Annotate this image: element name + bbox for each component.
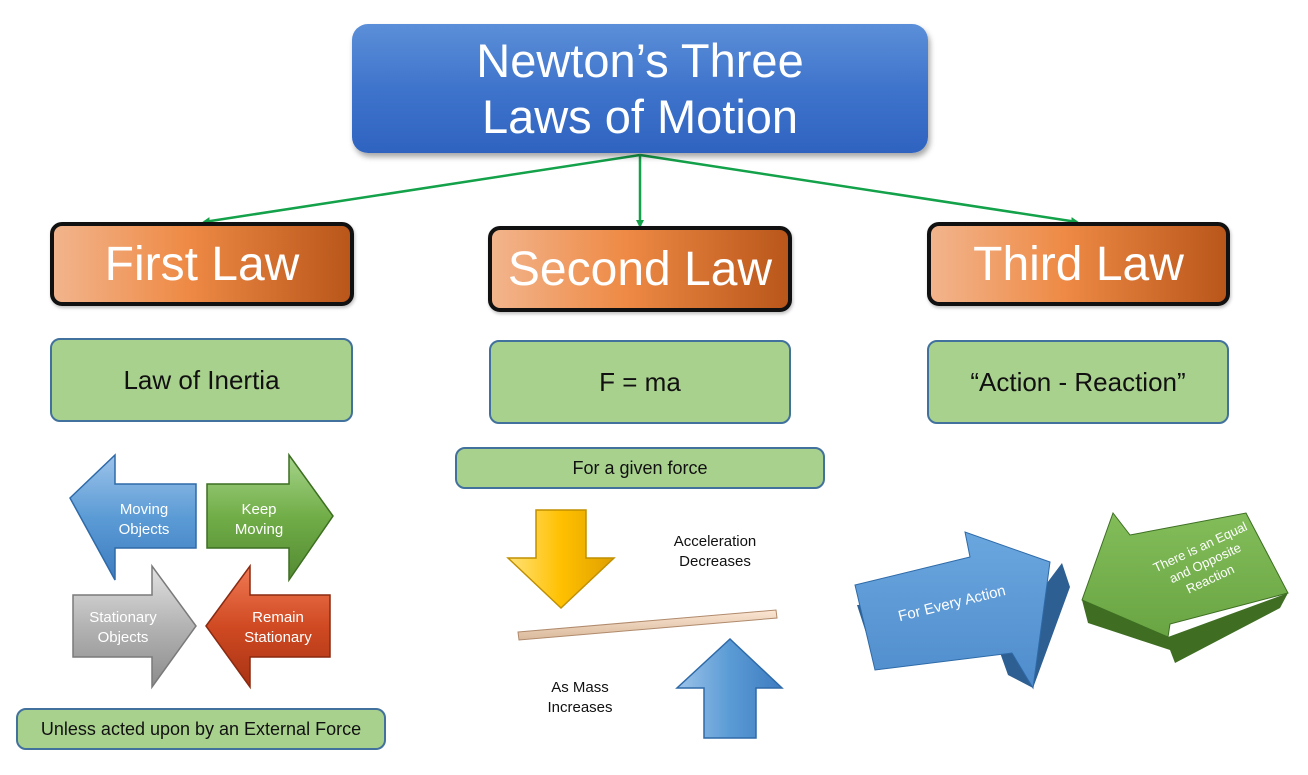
title-box: Newton’s Three Laws of Motion [352,24,928,153]
first-law-subtitle: Law of Inertia [50,338,353,422]
second-law-graphic [506,509,784,739]
third-law-subtitle-text: “Action - Reaction” [970,366,1186,397]
third-law-label: Third Law [973,237,1184,291]
first-law-condition-text: Unless acted upon by an External Force [40,718,362,739]
mass-line2: Increases [547,699,613,716]
acceleration-line2: Decreases [679,553,751,570]
second-law-label: Second Law [507,242,773,296]
moving-objects-line1: Moving [120,501,168,518]
first-law-label: First Law [104,237,300,291]
lever-beam [517,609,778,641]
remain-stationary-line2: Stationary [244,629,312,646]
second-law-header: Second Law [488,226,792,312]
action-arrow [854,531,1051,690]
given-force-text: For a given force [572,457,708,478]
connector-third-law [639,153,1079,226]
first-law-arrows: Moving Objects Keep Moving Stationary Ob… [69,452,334,690]
title-line-2: Laws of Motion [481,89,799,143]
reaction-arrow-side [1082,593,1288,663]
second-law-subtitle: F = ma [489,340,791,424]
moving-objects-arrow [69,453,197,581]
keep-moving-line1: Keep [241,501,276,518]
stationary-objects-arrow [72,563,197,690]
moving-objects-line2: Objects [119,521,170,538]
acceleration-line1: Acceleration [673,533,757,550]
up-arrow-icon [675,637,784,739]
acceleration-caption: Acceleration Decreases [640,532,790,572]
connector-first-law [202,153,641,226]
down-arrow-icon [506,509,616,610]
stationary-objects-line1: Stationary [89,609,157,626]
first-law-header: First Law [50,222,354,306]
mass-caption: As Mass Increases [520,678,640,718]
third-law-header: Third Law [927,222,1230,306]
second-law-subtitle-text: F = ma [599,366,681,397]
first-law-condition: Unless acted upon by an External Force [16,708,386,750]
remain-stationary-line1: Remain [252,609,304,626]
third-law-arrows: For Every Action There is an Equal and O… [854,511,1289,690]
first-law-subtitle-text: Law of Inertia [123,364,280,395]
remain-stationary-arrow [205,563,331,690]
third-law-subtitle: “Action - Reaction” [927,340,1229,424]
mass-line1: As Mass [551,679,609,696]
keep-moving-arrow [206,452,334,583]
keep-moving-line2: Moving [235,521,283,538]
given-force-box: For a given force [455,447,825,489]
title-line-1: Newton’s Three [476,33,804,87]
stationary-objects-line2: Objects [98,629,149,646]
reaction-arrow [1081,511,1289,638]
